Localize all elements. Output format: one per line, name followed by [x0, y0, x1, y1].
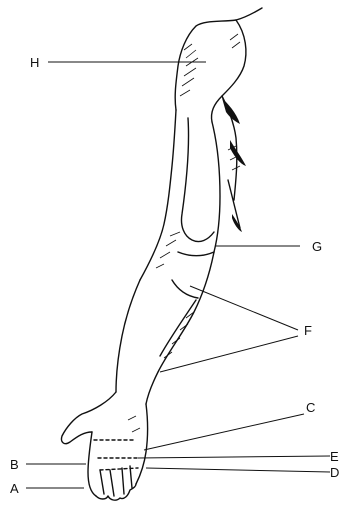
hand-left-edge	[88, 432, 96, 496]
label-h: H	[30, 56, 39, 69]
deltoid-line	[181, 118, 214, 242]
label-f: F	[304, 324, 312, 337]
label-d: D	[330, 466, 339, 479]
upper-arm-left-edge	[140, 110, 176, 280]
forearm-left-edge	[116, 280, 140, 392]
armpit-shadow	[222, 98, 246, 232]
leader-f-lower	[160, 336, 298, 372]
thumb-outline	[61, 392, 116, 444]
label-c: C	[306, 401, 315, 414]
label-g: G	[312, 240, 322, 253]
elbow-crease	[178, 252, 214, 256]
shoulder-outline	[175, 8, 262, 110]
leader-e	[138, 456, 330, 458]
wrist-crease-dashed	[94, 440, 138, 470]
label-a: A	[10, 482, 19, 495]
leader-f-upper	[190, 286, 298, 330]
label-e: E	[330, 450, 339, 463]
label-b: B	[10, 458, 19, 471]
forearm-muscle-line	[160, 280, 198, 356]
hand-right-edge	[136, 404, 148, 484]
leader-c	[144, 414, 304, 450]
fingers-outline	[96, 484, 136, 500]
finger-separations	[100, 466, 132, 496]
leader-d	[146, 468, 330, 472]
forearm-right-edge	[146, 252, 214, 404]
